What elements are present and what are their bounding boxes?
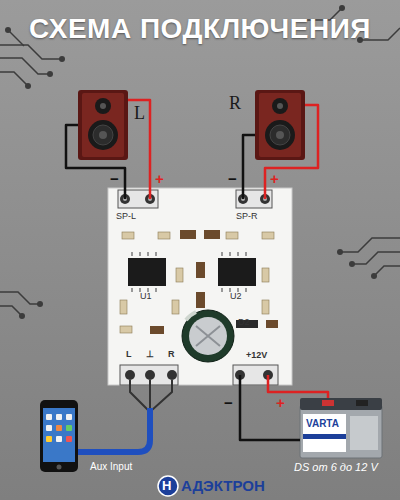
pin-label: R xyxy=(168,350,175,360)
connector-name: SP-R xyxy=(236,212,258,222)
speaker: R xyxy=(255,90,305,160)
polarity-sign: + xyxy=(155,171,164,188)
polarity-sign: − xyxy=(110,171,119,188)
logo-letter: Н xyxy=(162,479,171,493)
wire xyxy=(265,105,318,188)
speaker-left xyxy=(78,90,128,160)
wire xyxy=(128,100,150,188)
voltage-note: DS от 6 до 12 V xyxy=(294,461,378,473)
polarity-sign: − xyxy=(224,395,233,412)
polarity-sign: − xyxy=(228,171,237,188)
circuit-decor xyxy=(0,8,400,316)
speaker-right xyxy=(255,90,305,160)
battery: VARTADS от 6 до 12 V xyxy=(300,398,382,458)
speaker: L xyxy=(78,90,128,160)
polarity-sign: + xyxy=(276,395,285,412)
aux-cable xyxy=(78,380,172,452)
capacitor xyxy=(182,310,234,362)
wire xyxy=(243,135,255,188)
input-label: Aux Input xyxy=(90,461,132,472)
logo-text: АДЭКТРОН xyxy=(181,478,265,495)
part-designator: U1 xyxy=(140,292,152,302)
polarity-sign: + xyxy=(270,171,279,188)
connector-name: SP-L xyxy=(116,212,136,222)
amplifier-board xyxy=(108,188,292,385)
part-designator: D2 xyxy=(238,318,250,328)
brand-label: VARTA xyxy=(306,418,339,429)
pin-label: ⊥ xyxy=(146,350,154,360)
power-pin-label: +12V xyxy=(246,351,267,361)
ic-chip xyxy=(128,252,256,292)
terminal-stubs xyxy=(125,188,268,385)
amplifier-board: SP-L SP-R U1 U2D2 +12V L ⊥ R xyxy=(108,188,292,385)
wire xyxy=(66,125,125,188)
battery xyxy=(300,398,382,458)
logo-mark xyxy=(158,476,178,496)
channel-label: R xyxy=(229,94,241,114)
smartphone xyxy=(40,400,78,472)
diagram-title: СХЕМА ПОДКЛЮЧЕНИЯ xyxy=(0,14,400,45)
part-designator: U2 xyxy=(230,292,242,302)
channel-label: L xyxy=(134,104,145,124)
pin-label: L xyxy=(126,350,132,360)
